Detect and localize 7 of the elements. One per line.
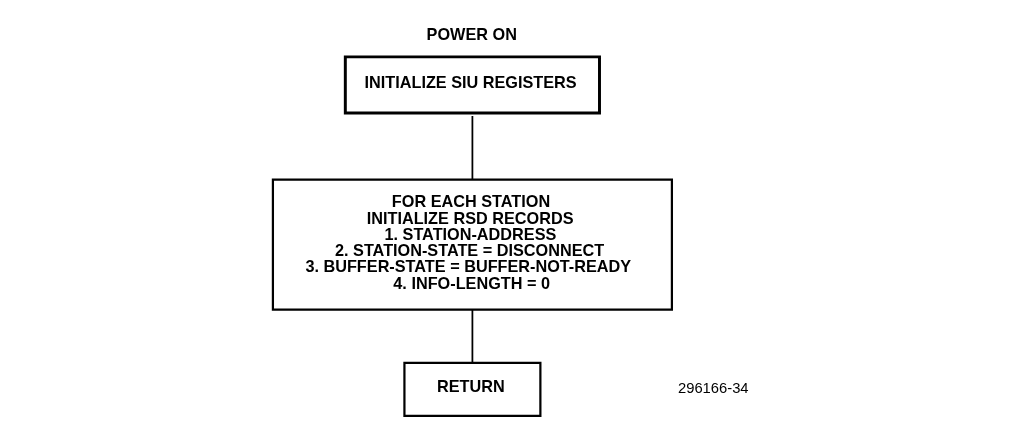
connector	[471, 309, 473, 364]
node-box: RETURN	[402, 361, 541, 418]
node-box: INITIALIZE SIU REGISTERS	[343, 55, 601, 115]
node-label: POWER ON	[426, 25, 517, 44]
node-box: FOR EACH STATION INITIALIZE RSD RECORDS 1. STATION-ADDRESS 2. STATION-STATE = DISCONNECT 3. BUFFER-STATE = BUFFER-NOT-READY 4. INFO-LENGTH = 0	[271, 178, 673, 311]
label: 296166-34	[677, 380, 749, 397]
connector	[471, 115, 473, 180]
